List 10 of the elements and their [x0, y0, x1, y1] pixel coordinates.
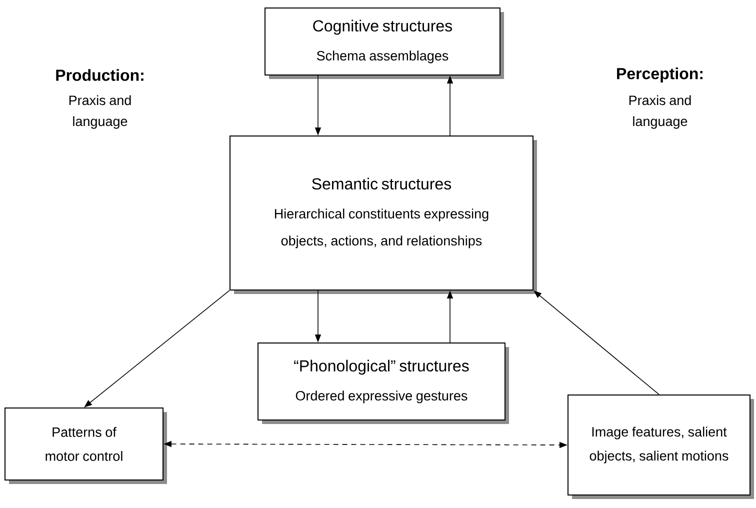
heading: Production:: [56, 69, 144, 81]
process-box: Semantic structures Hierarchical constituents expressing objects, actions, and relationships: [230, 136, 537, 294]
process-box: Image features, salient objects, salient motions: [568, 394, 754, 499]
caption-text: Praxis and language: [629, 95, 691, 129]
process-box: Cognitive structures Schema assemblages: [264, 8, 504, 79]
process-box: Patterns of motor control: [4, 408, 167, 484]
process-box: “Phonological” structures Ordered expressive gestures: [258, 342, 509, 424]
arrow: [534, 290, 660, 395]
heading: Perception:: [617, 68, 702, 82]
caption-text: Praxis and language: [69, 95, 131, 129]
